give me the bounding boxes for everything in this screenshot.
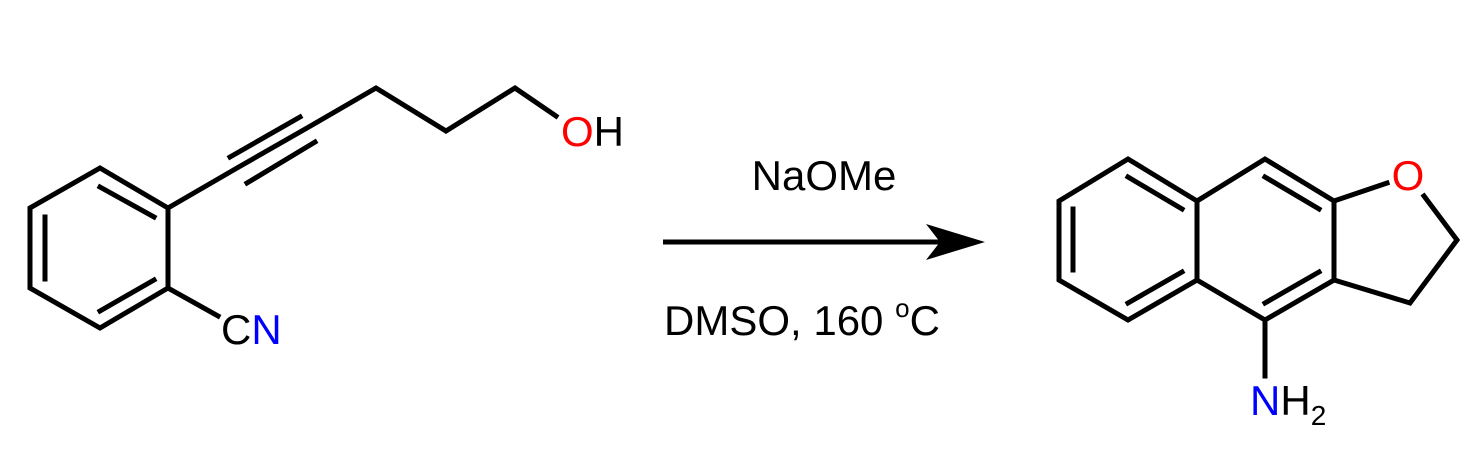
oxygen-label: O: [1392, 152, 1425, 199]
amine-label: NH2: [1250, 377, 1326, 431]
double-bond: [1261, 173, 1323, 213]
nitrile-label: CN: [221, 306, 282, 353]
double-bond: [96, 276, 158, 315]
alkyl-chain: [164, 85, 560, 212]
dihydrofuran-chain: [1330, 192, 1461, 306]
double-bond: [96, 183, 158, 221]
double-bond: [1261, 268, 1323, 307]
ether-bond: [1330, 179, 1391, 205]
nitrile-bond: [164, 284, 222, 320]
product-molecule: O NH2: [1056, 152, 1461, 431]
middle-ring: [1193, 156, 1337, 323]
benzene-ring: [1056, 156, 1200, 323]
hydroxyl-label: OH: [561, 108, 624, 155]
arrowhead-icon: [926, 224, 985, 260]
double-bond: [1124, 173, 1186, 213]
reagent-label: NaOMe: [752, 152, 897, 199]
reaction-arrow: [663, 224, 985, 260]
triple-bond-line: [243, 138, 319, 187]
reactant-molecule: OH CN: [27, 85, 624, 353]
double-bond: [1124, 268, 1186, 307]
conditions-label: DMSO, 160 oC: [664, 293, 940, 344]
benzene-ring: [27, 165, 171, 331]
triple-bond-line: [226, 113, 304, 161]
